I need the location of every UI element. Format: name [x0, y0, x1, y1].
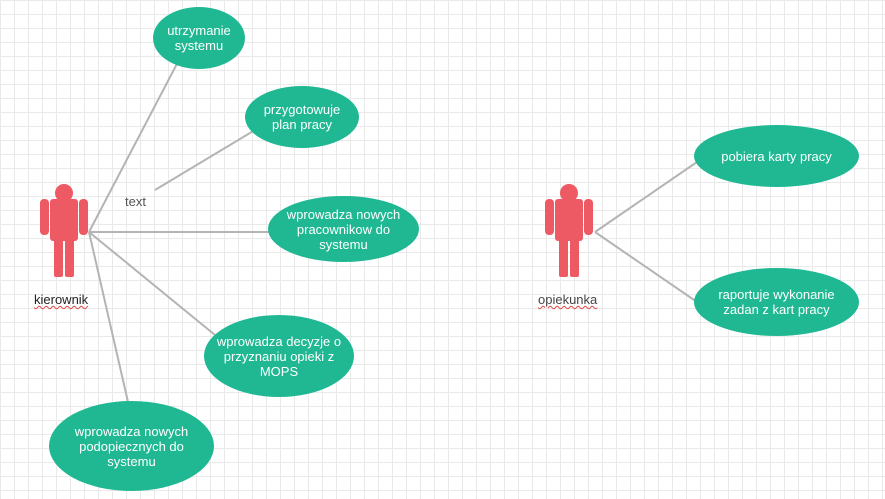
association-line[interactable] — [594, 231, 698, 303]
actor-opiekunka-icon[interactable] — [545, 184, 593, 277]
usecase-label: przygotowuje plan pracy — [263, 102, 341, 132]
usecase-label: wprowadza decyzje o przyznaniu opieki z … — [216, 333, 342, 379]
usecase-label: wprowadza nowych podopiecznych do system… — [74, 423, 189, 469]
usecase-label: wprowadza nowych pracownikow do systemu — [286, 206, 401, 252]
actor-kierownik-icon[interactable] — [40, 184, 88, 277]
usecase-utrzymanie-systemu[interactable]: utrzymanie systemu — [153, 7, 245, 69]
usecase-wprowadza-nowych-podopiecznych[interactable]: wprowadza nowych podopiecznych do system… — [49, 401, 214, 491]
usecase-wprowadza-decyzje[interactable]: wprowadza decyzje o przyznaniu opieki z … — [204, 315, 354, 397]
association-line[interactable] — [154, 129, 256, 191]
association-line[interactable] — [88, 231, 216, 336]
free-text-label[interactable]: text — [125, 194, 146, 209]
usecase-raportuje-wykonanie[interactable]: raportuje wykonanie zadan z kart pracy — [694, 268, 859, 336]
usecase-label: raportuje wykonanie zadan z kart pracy — [718, 287, 835, 317]
association-line[interactable] — [88, 57, 181, 233]
actor-label-kierownik[interactable]: kierownik — [34, 292, 89, 307]
actor-label-opiekunka[interactable]: opiekunka — [538, 292, 598, 307]
usecase-label: utrzymanie systemu — [167, 23, 231, 53]
association-line[interactable] — [88, 231, 129, 403]
usecase-pobiera-karty-pracy[interactable]: pobiera karty pracy — [694, 125, 859, 187]
usecase-przygotowuje-plan-pracy[interactable]: przygotowuje plan pracy — [245, 86, 359, 148]
association-line[interactable] — [594, 161, 698, 233]
usecase-wprowadza-nowych-pracownikow[interactable]: wprowadza nowych pracownikow do systemu — [268, 196, 419, 262]
usecase-label: pobiera karty pracy — [721, 148, 832, 164]
